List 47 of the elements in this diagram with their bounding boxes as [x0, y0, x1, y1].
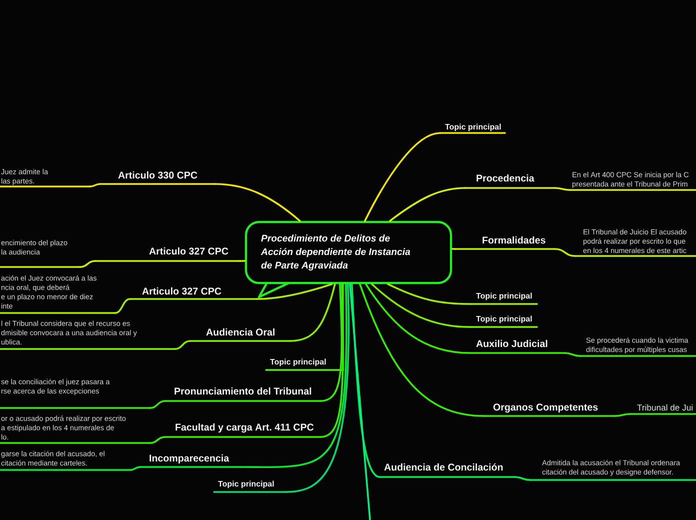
connector-line	[351, 283, 381, 478]
topic-label: Audiencia Oral	[189, 328, 291, 342]
connector-line	[371, 283, 471, 328]
connector-line	[79, 260, 96, 268]
connector-line	[387, 283, 471, 305]
topic-label: Facultad y carga Art. 411 CPC	[164, 423, 321, 438]
connector-line	[365, 283, 471, 354]
connector-line	[284, 283, 350, 493]
topic-label: Articulo 330 CPC	[99, 171, 216, 185]
topic-label: Topic principal	[469, 316, 538, 328]
connector-line	[239, 260, 246, 262]
connector-line	[149, 436, 166, 444]
connector-line	[349, 283, 371, 520]
connector-line	[149, 400, 166, 409]
connector-line	[554, 248, 576, 257]
connector-line	[319, 283, 343, 402]
topic-label: Organos Competentes	[484, 404, 616, 417]
connector-line	[114, 298, 131, 314]
connector-line	[214, 183, 301, 222]
connector-line	[129, 466, 141, 471]
topic-label: Topic principal	[439, 124, 506, 134]
topic-label: Procedencia	[464, 174, 556, 189]
connector-line	[389, 187, 466, 222]
connector-line	[359, 283, 486, 417]
connector-line	[174, 340, 191, 350]
connector-line	[564, 352, 581, 357]
central-topic-bubble: Procedimiento de Delitos de Acción dependiente de Instancia de Parte Agraviada	[244, 220, 452, 298]
topic-label: Topic principal	[469, 292, 538, 305]
connector-line	[89, 183, 101, 188]
topic-label: Topic principal	[265, 358, 344, 371]
connector-line	[451, 248, 456, 250]
note-text: Tribunal de Jui	[629, 404, 696, 415]
topic-label: Topic principal	[213, 480, 286, 493]
topic-label: Pronunciamiento del Tribunal	[164, 387, 321, 402]
topic-label: Formalidades	[454, 236, 556, 250]
connector-line	[554, 187, 571, 191]
connector-line	[239, 283, 348, 468]
connector-line	[514, 476, 531, 481]
topic-label: Auxilio Judicial	[469, 340, 566, 354]
topic-label: Articulo 327 CPC	[94, 247, 241, 262]
connector-line	[319, 283, 344, 438]
connector-line	[364, 132, 441, 222]
topic-label: Incomparecencia	[139, 454, 241, 468]
topic-label: Audiencia de Concilación	[379, 463, 516, 478]
connector-line	[256, 283, 333, 300]
connector-line	[289, 283, 336, 342]
connector-line	[614, 413, 631, 417]
